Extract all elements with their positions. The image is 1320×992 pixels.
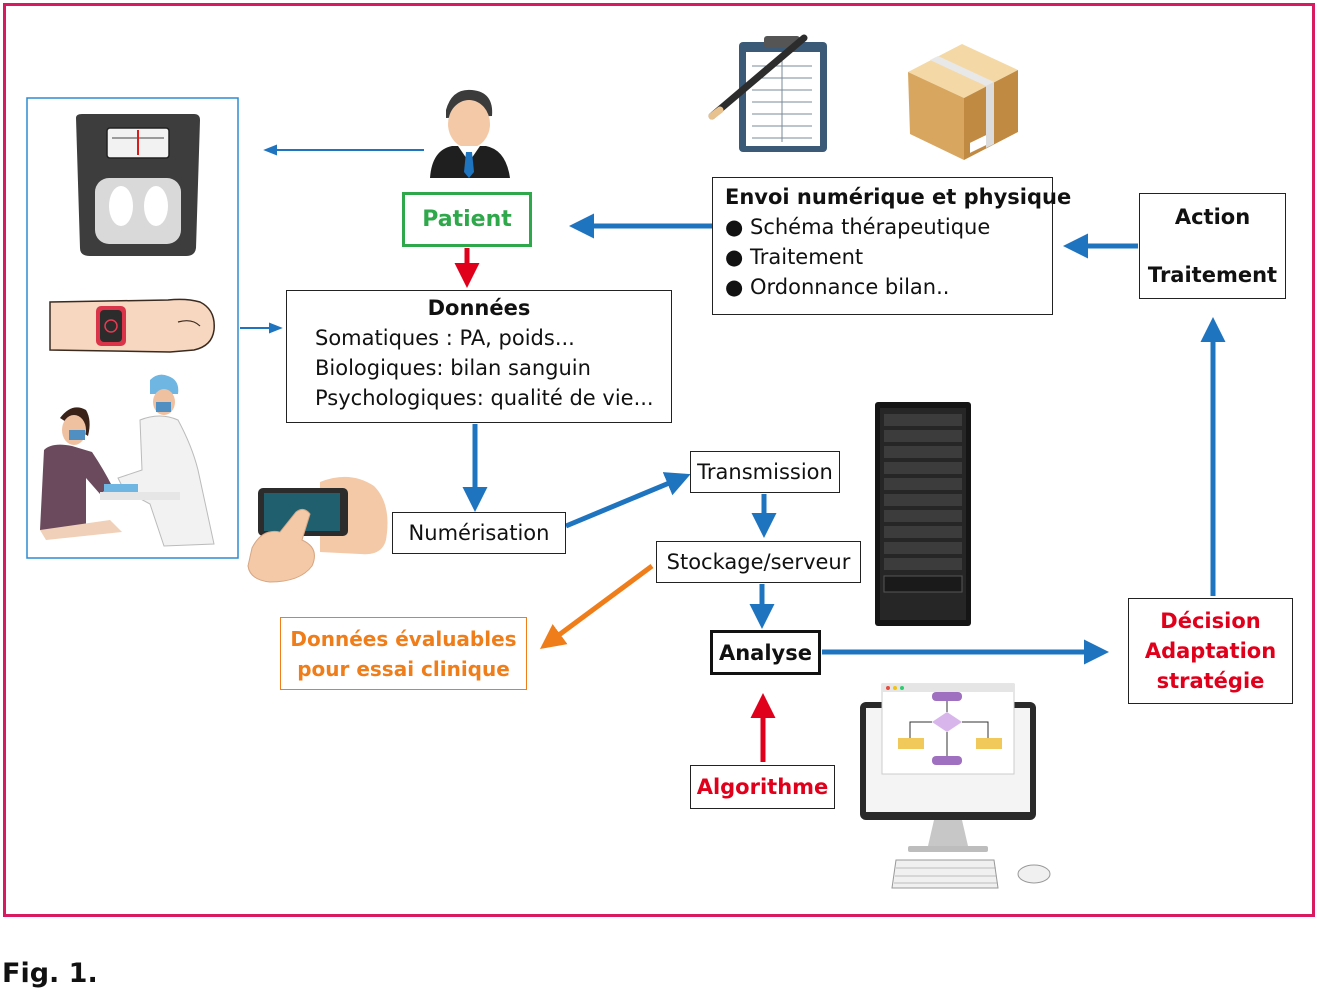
server-rack-icon: [875, 402, 971, 626]
decision-line1: Décision: [1160, 609, 1261, 633]
donnees-line-somatiques: Somatiques : PA, poids...: [315, 326, 575, 350]
action-line2: Traitement: [1147, 263, 1278, 287]
devices-panel: [26, 97, 239, 559]
donnees-title: Données: [427, 296, 531, 320]
donnees-evaluables-line2: pour essai clinique: [297, 656, 510, 681]
figure-caption: Fig. 1.: [2, 958, 98, 989]
transmission-label: Transmission: [697, 460, 833, 484]
decision-line3: stratégie: [1156, 669, 1265, 693]
arrow-stockage-to-donnees-evaluables: [539, 563, 654, 649]
donnees-node: Données Somatiques : PA, poids... Biolog…: [286, 290, 672, 423]
envoi-node: Envoi numérique et physique ● Schéma thé…: [712, 177, 1072, 315]
donnees-line-biologiques: Biologiques: bilan sanguin: [315, 356, 591, 380]
bathroom-scale-icon: [76, 114, 200, 256]
donnees-evaluables-line1: Données évaluables: [290, 626, 517, 651]
stockage-node: Stockage/serveur: [656, 541, 861, 583]
patient-label: Patient: [422, 207, 512, 232]
stockage-label: Stockage/serveur: [666, 550, 851, 574]
envoi-item-schema-text: Schéma thérapeutique: [750, 215, 991, 239]
analyse-label: Analyse: [718, 640, 812, 665]
clipboard-icon: [708, 34, 827, 152]
donnees-line-psychologiques: Psychologiques: qualité de vie...: [315, 386, 654, 410]
doctor-avatar-icon: [430, 89, 510, 178]
action-node: Action Traitement: [1139, 193, 1286, 299]
envoi-item-traitement-text: Traitement: [750, 245, 864, 269]
action-line1: Action: [1174, 205, 1251, 229]
patient-node: Patient: [402, 192, 532, 247]
envoi-item-schema: ● Schéma thérapeutique: [725, 215, 991, 239]
numerisation-node: Numérisation: [392, 512, 566, 554]
blood-draw-icon: [40, 374, 215, 547]
envoi-title: Envoi numérique et physique: [725, 185, 1072, 209]
envoi-item-traitement: ● Traitement: [725, 245, 864, 269]
envoi-item-ordonnance: ● Ordonnance bilan..: [725, 275, 950, 299]
analyse-node: Analyse: [710, 630, 821, 675]
figure-frame: [3, 3, 1315, 917]
smartwatch-icon: [49, 298, 215, 353]
transmission-node: Transmission: [690, 451, 840, 493]
computer-flowchart-icon: [860, 683, 1051, 889]
arrow-numerisation-to-transmission: [565, 472, 691, 529]
algorithme-node: Algorithme: [690, 765, 835, 809]
parcel-box-icon: [908, 44, 1018, 160]
decision-node: Décision Adaptation stratégie: [1128, 598, 1293, 704]
decision-line2: Adaptation: [1144, 639, 1277, 663]
envoi-item-ordonnance-text: Ordonnance bilan..: [750, 275, 950, 299]
algorithme-label: Algorithme: [696, 775, 829, 799]
donnees-evaluables-node: Données évaluables pour essai clinique: [280, 617, 527, 690]
numerisation-label: Numérisation: [408, 521, 550, 545]
smartphone-icon: [247, 476, 388, 583]
